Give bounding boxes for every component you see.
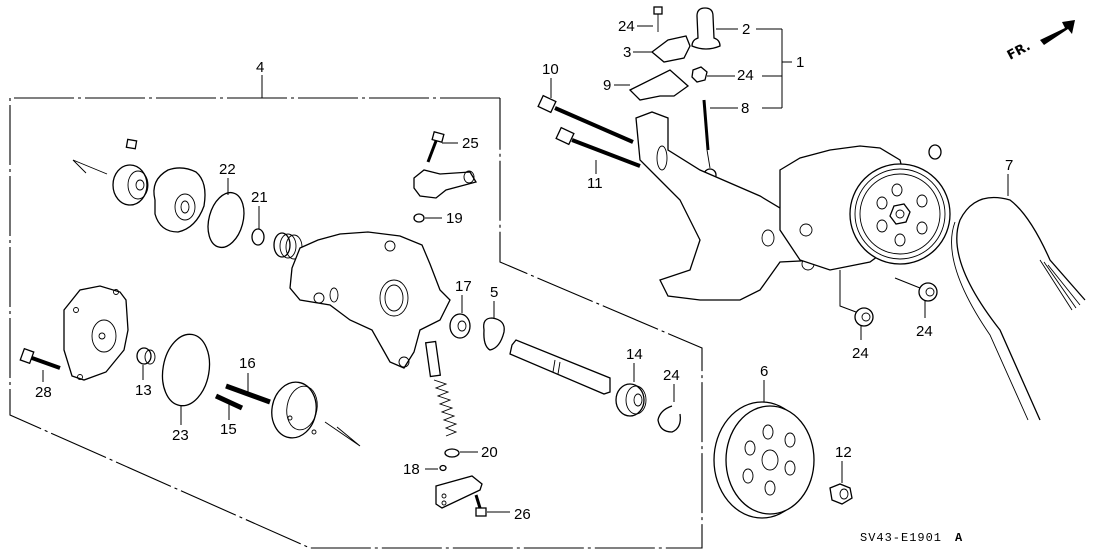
o-ring-valve-part [444, 448, 460, 458]
callout-10[interactable]: 10 [542, 61, 559, 78]
callout-3[interactable]: 3 [623, 44, 631, 61]
pump-body-part [289, 231, 451, 369]
callout-20[interactable]: 20 [481, 444, 498, 461]
small-o-ring-part [439, 464, 447, 472]
outlet-fitting-part [413, 169, 478, 199]
callout-27-bottom[interactable]: 26 [514, 506, 531, 523]
pulley-nut-part [829, 483, 853, 505]
assembly-direction-line-2 [324, 421, 361, 447]
diagram-code: SV43-E1901 [860, 531, 942, 545]
callout-24-lower-left[interactable]: 24 [852, 345, 869, 362]
callout-7[interactable]: 7 [1005, 157, 1013, 174]
side-plate-part [271, 381, 318, 439]
callout-27-top[interactable]: 25 [462, 135, 479, 152]
callout-21[interactable]: 21 [251, 189, 268, 206]
bolt-26-part [653, 6, 663, 32]
ball-bearing-part [615, 383, 647, 417]
callout-12[interactable]: 12 [835, 444, 852, 461]
callout-2[interactable]: 2 [742, 21, 750, 38]
short-pin-part [214, 393, 244, 411]
assembly-direction-line [72, 159, 108, 175]
callout-11[interactable]: 11 [587, 175, 603, 192]
rotor-part [112, 164, 149, 206]
callout-17[interactable]: 17 [455, 278, 472, 295]
callout-1[interactable]: 1 [796, 54, 804, 71]
front-direction-indicator: FR. [1005, 20, 1075, 64]
callout-24-top[interactable]: 24 [737, 67, 754, 84]
callout-6[interactable]: 6 [760, 363, 768, 380]
callout-13[interactable]: 13 [135, 382, 152, 399]
assembly-boundary [9, 75, 703, 549]
callout-5[interactable]: 5 [490, 284, 498, 301]
diagram-code-suffix: A [955, 531, 963, 545]
callout-22[interactable]: 22 [219, 161, 236, 178]
plate-part [628, 69, 690, 101]
direction-label: FR. [1005, 39, 1033, 64]
valve-cover-plate-part [435, 475, 483, 509]
o-ring-large-part [207, 191, 245, 249]
stay-bracket-part [650, 35, 691, 63]
group-bracket-1 [756, 28, 792, 109]
arrow-icon [1040, 20, 1075, 45]
cap-part [691, 7, 721, 50]
mounting-bracket-part [635, 111, 822, 301]
flange-nut-lower-left-part [854, 307, 874, 327]
bolt-plate-part [474, 494, 487, 517]
cover-bolt-part [19, 347, 61, 370]
callout-24-lower-right[interactable]: 24 [916, 323, 933, 340]
o-ring-inlet-part [413, 213, 425, 223]
bolt-inlet-part [426, 131, 445, 163]
callout-8[interactable]: 8 [741, 100, 749, 117]
callout-14[interactable]: 14 [626, 346, 643, 363]
callout-23[interactable]: 23 [172, 427, 189, 444]
o-ring-cover-part [161, 333, 211, 407]
needle-bearing-part [136, 347, 156, 365]
callout-16[interactable]: 16 [239, 355, 256, 372]
snap-ring-part [657, 405, 681, 433]
pump-pulley-part [713, 401, 815, 519]
flange-nut-top-part [691, 66, 708, 83]
oil-seal-part [483, 317, 505, 351]
flow-control-valve-part [424, 340, 458, 437]
drive-shaft-part [509, 339, 611, 395]
pump-cover-part [63, 285, 129, 381]
long-pin-part [225, 383, 271, 405]
callout-9[interactable]: 9 [603, 77, 611, 94]
cam-ring-part [153, 167, 206, 233]
callout-26[interactable]: 24 [618, 18, 635, 35]
stud-bolt-part [702, 99, 717, 182]
key-part [125, 138, 138, 150]
callout-15[interactable]: 15 [220, 421, 237, 438]
callout-18[interactable]: 18 [403, 461, 420, 478]
callout-28[interactable]: 28 [35, 384, 52, 401]
bolt-11-part [555, 126, 641, 168]
flange-nut-lower-right-part [918, 282, 938, 302]
installed-pump-part [779, 144, 951, 271]
o-ring-small-part [251, 228, 265, 246]
callout-25[interactable]: 24 [663, 367, 680, 384]
callout-4[interactable]: 4 [256, 59, 264, 76]
drive-belt-part [951, 196, 1086, 421]
callout-19[interactable]: 19 [446, 210, 463, 227]
long-bolt-10-part [537, 94, 634, 144]
bearing-part [449, 313, 471, 339]
